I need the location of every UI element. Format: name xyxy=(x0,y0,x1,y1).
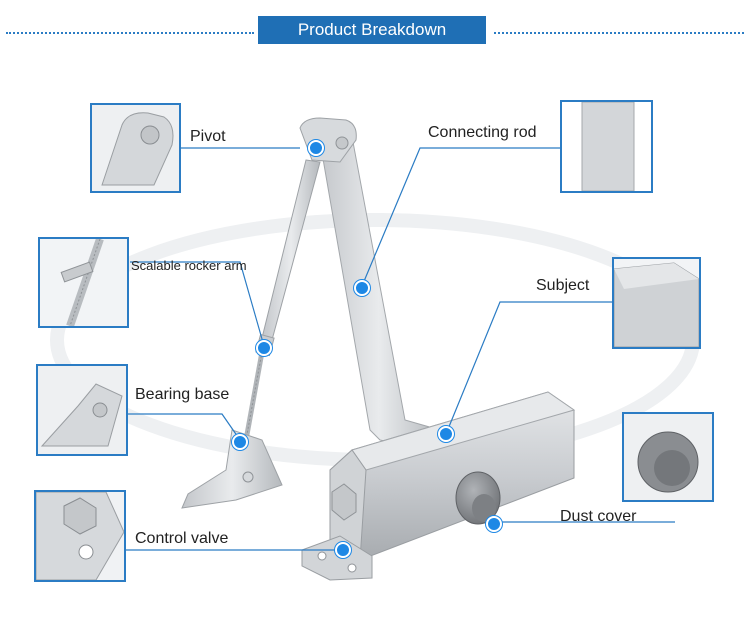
connecting-rod-shape xyxy=(317,125,441,451)
thumbnail-dust-cover xyxy=(622,412,714,502)
label-subject: Subject xyxy=(536,277,590,294)
label-scalable-rocker-arm: Scalable rocker arm xyxy=(131,258,247,273)
bearing-base-shape xyxy=(181,429,283,509)
thumbnail-subject xyxy=(612,257,701,349)
label-control-valve: Control valve xyxy=(135,530,229,547)
page-title: Product Breakdown xyxy=(258,16,486,44)
marker-connecting-rod xyxy=(354,280,370,296)
label-dust-cover: Dust cover xyxy=(560,508,637,525)
label-bearing-base: Bearing base xyxy=(135,386,230,403)
header-dotted-rule-right xyxy=(494,32,744,34)
marker-dust-cover xyxy=(486,516,502,532)
thumbnail-pivot xyxy=(90,103,181,193)
thumbnail-control-valve xyxy=(34,490,126,582)
marker-pivot xyxy=(308,140,324,156)
thumbnail-connecting-rod xyxy=(560,100,653,193)
thumbnail-rocker-arm xyxy=(38,237,129,328)
rocker-arm-shape xyxy=(261,159,321,341)
label-pivot: Pivot xyxy=(190,128,226,145)
marker-subject xyxy=(438,426,454,442)
marker-control-valve xyxy=(335,542,351,558)
marker-rocker-arm xyxy=(256,340,272,356)
marker-bearing-base xyxy=(232,434,248,450)
label-connecting-rod: Connecting rod xyxy=(428,124,537,141)
thumbnail-bearing-base xyxy=(36,364,128,456)
header-dotted-rule-left xyxy=(6,32,254,34)
leader-lines xyxy=(126,147,675,551)
